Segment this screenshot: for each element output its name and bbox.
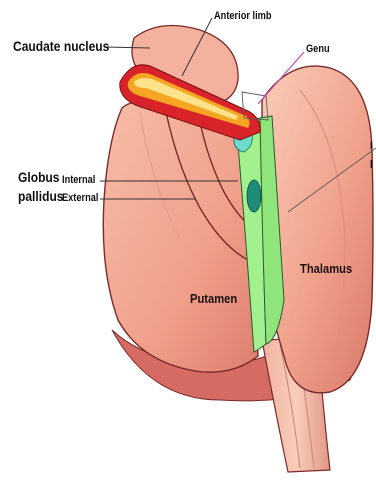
internal-label: Internal	[62, 175, 95, 186]
globus-dark-nucleus	[247, 180, 261, 212]
caudate-nucleus-label: Caudate nucleus	[13, 39, 109, 53]
cut-off-label-fragment-1: I	[370, 141, 373, 152]
genu-label: Genu	[306, 44, 330, 55]
external-label: External	[62, 193, 98, 204]
anterior-limb-label: Anterior limb	[214, 11, 272, 22]
cut-off-label-fragment-2: l	[370, 160, 373, 171]
putamen-label: Putamen	[190, 292, 237, 305]
thalamus-label: Thalamus	[300, 262, 352, 275]
globus-label: Globus	[18, 170, 59, 184]
pallidus-label: pallidus	[18, 189, 63, 203]
